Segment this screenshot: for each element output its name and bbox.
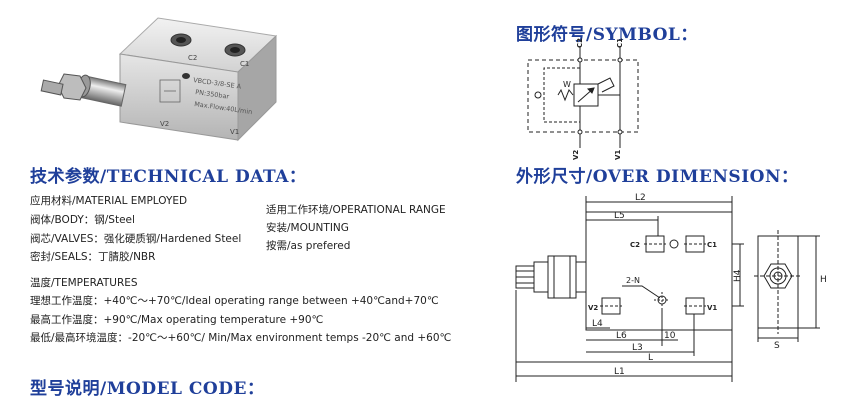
- dim-label-l4: L4: [592, 319, 603, 329]
- symbol-port-v2: V2: [572, 150, 580, 160]
- symbol-heading: 图形符号/SYMBOL：: [516, 25, 698, 45]
- spec-valves: 阀芯/VALVES：强化硬质钢/Hardened Steel: [30, 233, 242, 245]
- drawing-2n-leader: [622, 285, 661, 299]
- spec-mounting: 安装/MOUNTING: [266, 222, 349, 234]
- drawing-adjuster-nut: [533, 261, 549, 293]
- dimension-drawing: L2 L5 C2 C1 2-N V2 V1 L4 L6 10 L3 L L1 H…: [515, 193, 827, 382]
- dim-label-l5: L5: [614, 211, 625, 221]
- adjuster-screw: [40, 79, 64, 96]
- symbol-port-c2: C2: [576, 38, 584, 48]
- valve-right-face: [237, 34, 277, 142]
- photo-port-v2: V2: [160, 120, 169, 128]
- model-code-heading: 型号说明/MODEL CODE：: [30, 379, 265, 399]
- dim-label-10: 10: [664, 331, 676, 341]
- technical-data-heading: 技术参数/TECHNICAL DATA：: [30, 167, 307, 187]
- symbol-port-c1: C1: [616, 38, 624, 48]
- drawing-adjuster-housing: [547, 255, 577, 299]
- symbol-port-v1: V1: [614, 150, 622, 160]
- dim-label-l2: L2: [635, 193, 646, 203]
- dim-label-c2: C2: [630, 241, 640, 249]
- dim-label-c1: C1: [707, 241, 717, 249]
- valve-photo: C2 C1 VBCD-3/8-SE A PN:350bar Max.Flow:4…: [40, 17, 278, 142]
- dim-label-v2: V2: [588, 304, 598, 312]
- spec-env-temp: 最低/最高环境温度：-20℃～+60℃/ Min/Max environment…: [30, 332, 452, 344]
- dim-label-l1: L1: [614, 367, 625, 377]
- dim-label-l3: L3: [632, 343, 643, 353]
- spec-temperatures: 温度/TEMPERATURES: [30, 277, 138, 289]
- spec-as-preferred: 按需/as prefered: [266, 240, 351, 252]
- symbol-orifice: [534, 91, 542, 99]
- small-hole: [182, 73, 190, 79]
- spec-ideal-temp: 理想工作温度：+40℃～+70℃/Ideal operating range b…: [30, 295, 439, 307]
- symbol-pilot-line: [543, 67, 580, 123]
- spec-seals: 密封/SEALS：丁腈胶/NBR: [30, 251, 156, 263]
- symbol-spring-label: W: [563, 80, 571, 89]
- hydraulic-symbol: W C2 C1 V2 V1: [527, 38, 639, 160]
- photo-mini-symbol: [159, 79, 181, 103]
- symbol-pilot-piston: [597, 77, 615, 93]
- spec-material: 应用材料/MATERIAL EMPLOYED: [30, 195, 188, 207]
- photo-port-c2: C2: [188, 54, 197, 62]
- dim-label-l6: L6: [616, 331, 627, 341]
- spec-operational-range: 适用工作环境/OPERATIONAL RANGE: [266, 204, 446, 216]
- over-dimension-heading: 外形尺寸/OVER DIMENSION：: [516, 167, 799, 187]
- dim-label-h: H: [820, 275, 827, 285]
- dim-label-s: S: [774, 341, 780, 351]
- dim-label-2n: 2-N: [626, 276, 640, 285]
- dim-label-h4: H4: [733, 269, 743, 282]
- drawing-body: [585, 211, 733, 331]
- spec-body: 阀体/BODY：钢/Steel: [30, 214, 135, 226]
- spec-max-temp: 最高工作温度：+90℃/Max operating temperature +9…: [30, 314, 324, 326]
- dim-label-v1: V1: [707, 304, 717, 312]
- photo-port-c1: C1: [240, 60, 249, 68]
- dim-label-l: L: [648, 353, 653, 363]
- photo-port-v1: V1: [230, 128, 239, 136]
- symbol-spring: [557, 88, 574, 102]
